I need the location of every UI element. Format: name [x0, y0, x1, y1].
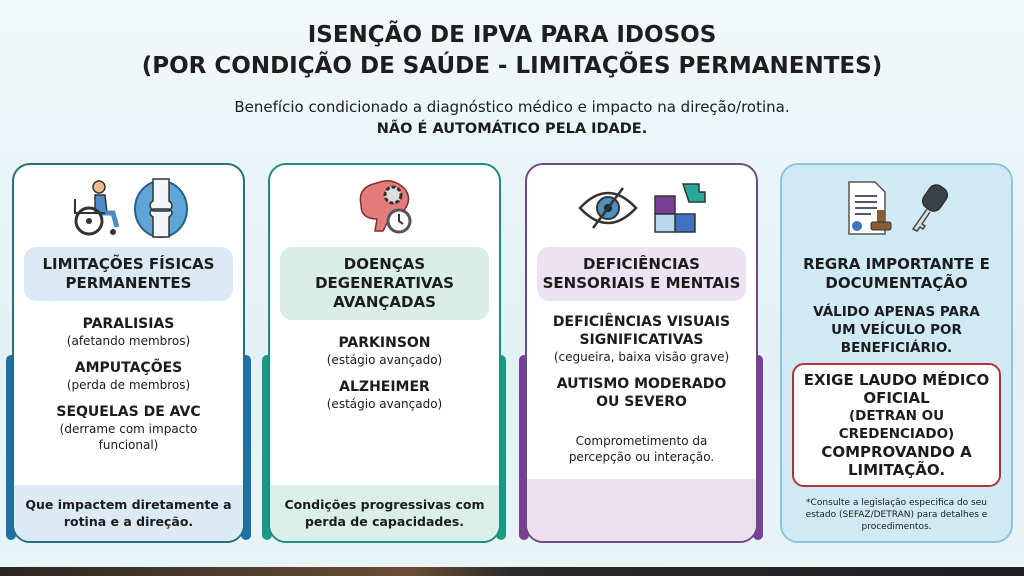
document-stamp-icon [847, 181, 891, 235]
card-degenerative-diseases: DOENÇAS DEGENERATIVAS AVANÇADAS PARKINSO… [268, 163, 501, 543]
item-title: DEFICIÊNCIAS VISUAIS SIGNIFICATIVAS [552, 314, 731, 348]
card-footer: Condições progressivas com perda de capa… [270, 485, 499, 541]
subtitle-emphasis: NÃO É AUTOMÁTICO PELA IDADE. [376, 121, 648, 137]
card-sensory-mental: DEFICIÊNCIAS SENSORIAIS E MENTAIS DEFICI… [525, 163, 758, 543]
item-detail: (derrame com impacto funcional) [59, 422, 198, 452]
wheelchair-icon [73, 180, 119, 236]
item-detail: (estágio avançado) [326, 397, 443, 411]
card-important-rule: REGRA IMPORTANTE E DOCUMENTAÇÃO VÁLIDO A… [780, 163, 1013, 543]
item-detail: (cegueira, baixa visão grave) [553, 350, 730, 364]
car-key-icon [911, 184, 948, 232]
card-heading: DOENÇAS DEGENERATIVAS AVANÇADAS [280, 247, 489, 320]
item-detail: (perda de membros) [66, 378, 191, 392]
page-title: ISENÇÃO DE IPVA PARA IDOSOS (POR CONDIÇÃ… [0, 20, 1024, 82]
list-item: PARALISIAS (afetando membros) [14, 315, 243, 349]
bottom-photo-strip [0, 567, 1024, 576]
list-item: DEFICIÊNCIAS VISUAIS SIGNIFICATIVAS (cegu… [527, 313, 756, 365]
card-footer: Que impactem diretamente a rotina e a di… [14, 485, 243, 541]
title-line-1: ISENÇÃO DE IPVA PARA IDOSOS [307, 22, 717, 48]
list-item: PARKINSON (estágio avançado) [270, 334, 499, 368]
card-heading: REGRA IMPORTANTE E DOCUMENTAÇÃO [803, 255, 990, 292]
joint-icon [133, 178, 188, 238]
law-line-2: (DETRAN OU CREDENCIADO) [838, 408, 955, 442]
list-item: AMPUTAÇÕES (perda de membros) [14, 359, 243, 393]
item-title: AMPUTAÇÕES [74, 360, 183, 376]
crossed-eye-icon [577, 187, 638, 229]
law-line-1: EXIGE LAUDO MÉDICO OFICIAL [803, 371, 990, 407]
item-title: SEQUELAS DE AVC [56, 404, 201, 420]
item-title: ALZHEIMER [339, 379, 430, 395]
subtitle-text: Benefício condicionado a diagnóstico méd… [234, 98, 790, 116]
brain-gear-clock-icon [359, 180, 411, 234]
list-item: ALZHEIMER (estágio avançado) [270, 378, 499, 412]
list-item: AUTISMO MODERADO OU SEVERO [547, 375, 736, 411]
single-vehicle-rule: VÁLIDO APENAS PARA UM VEÍCULO POR BENEFI… [813, 304, 980, 356]
subtitle: Benefício condicionado a diagnóstico méd… [0, 96, 1024, 140]
card-note: Comprometimento da percepção ou interaçã… [568, 434, 715, 464]
medical-report-requirement: EXIGE LAUDO MÉDICO OFICIAL (DETRAN OU CR… [792, 363, 1001, 487]
law-line-3: COMPROVANDO A LIMITAÇÃO. [821, 443, 972, 479]
card-heading: DEFICIÊNCIAS SENSORIAIS E MENTAIS [537, 247, 746, 301]
list-item: SEQUELAS DE AVC (derrame com impacto func… [40, 403, 217, 453]
item-title: PARKINSON [338, 335, 431, 351]
item-title: AUTISMO MODERADO OU SEVERO [556, 376, 727, 410]
footnote: *Consulte a legislação especifica do seu… [805, 498, 988, 532]
card-physical-limitations: LIMITAÇÕES FÍSICAS PERMANENTES PARALISIA… [12, 163, 245, 543]
title-line-2: (POR CONDIÇÃO DE SAÚDE - LIMITAÇÕES PERM… [141, 53, 883, 79]
item-detail: (estágio avançado) [326, 353, 443, 367]
puzzle-head-icon [653, 183, 706, 233]
card-heading: LIMITAÇÕES FÍSICAS PERMANENTES [24, 247, 233, 301]
item-title: PARALISIAS [82, 316, 175, 332]
item-detail: (afetando membros) [66, 334, 191, 348]
